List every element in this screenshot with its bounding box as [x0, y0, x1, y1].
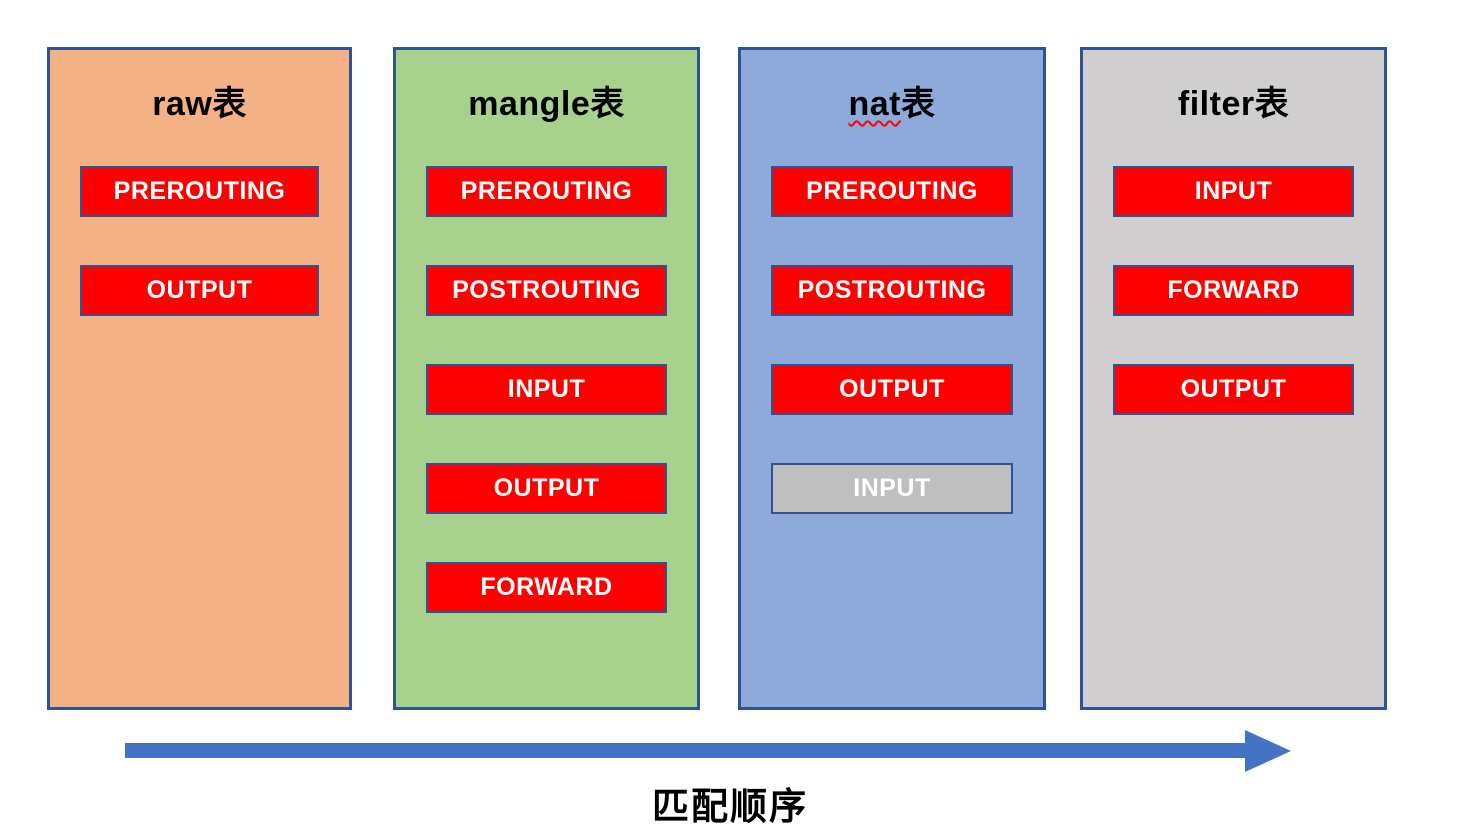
match-order-caption: 匹配顺序 — [652, 786, 808, 827]
chain-filter-output: OUTPUT — [1113, 364, 1354, 415]
table-title-cjk: 表 — [590, 85, 625, 123]
chain-nat-input: INPUT — [771, 463, 1013, 514]
chain-nat-postrouting: POSTROUTING — [771, 265, 1013, 316]
table-title-latin: mangle — [468, 85, 591, 123]
match-order-arrow-shaft — [125, 743, 1247, 758]
table-title-cjk: 表 — [212, 85, 247, 123]
chain-raw-output: OUTPUT — [80, 265, 319, 316]
table-title-latin: nat — [848, 85, 901, 123]
chain-mangle-input: INPUT — [426, 364, 667, 415]
chain-nat-prerouting: PREROUTING — [771, 166, 1013, 217]
chain-mangle-postrouting: POSTROUTING — [426, 265, 667, 316]
chain-filter-forward: FORWARD — [1113, 265, 1354, 316]
chain-mangle-output: OUTPUT — [426, 463, 667, 514]
table-title: filter表 — [1083, 84, 1384, 125]
table-title-latin: filter — [1177, 85, 1255, 123]
chain-mangle-forward: FORWARD — [426, 562, 667, 613]
table-title-latin: raw — [152, 85, 213, 123]
table-raw: raw表 PREROUTING OUTPUT — [47, 47, 352, 710]
chain-raw-prerouting: PREROUTING — [80, 166, 319, 217]
table-title: mangle表 — [396, 84, 697, 125]
table-title-cjk: 表 — [1254, 85, 1290, 123]
table-title-cjk: 表 — [901, 85, 936, 123]
table-title: nat表 — [741, 84, 1043, 125]
chain-nat-output: OUTPUT — [771, 364, 1013, 415]
table-mangle: mangle表 PREROUTING POSTROUTING INPUT OUTPUT… — [393, 47, 700, 710]
chain-mangle-prerouting: PREROUTING — [426, 166, 667, 217]
table-filter: filter表 INPUT FORWARD OUTPUT — [1080, 47, 1387, 710]
chain-filter-input: INPUT — [1113, 166, 1354, 217]
table-title: raw表 — [50, 84, 349, 125]
match-order-arrow-head-icon — [1245, 730, 1291, 772]
table-nat: nat表 PREROUTING POSTROUTING OUTPUT INPUT — [738, 47, 1046, 710]
